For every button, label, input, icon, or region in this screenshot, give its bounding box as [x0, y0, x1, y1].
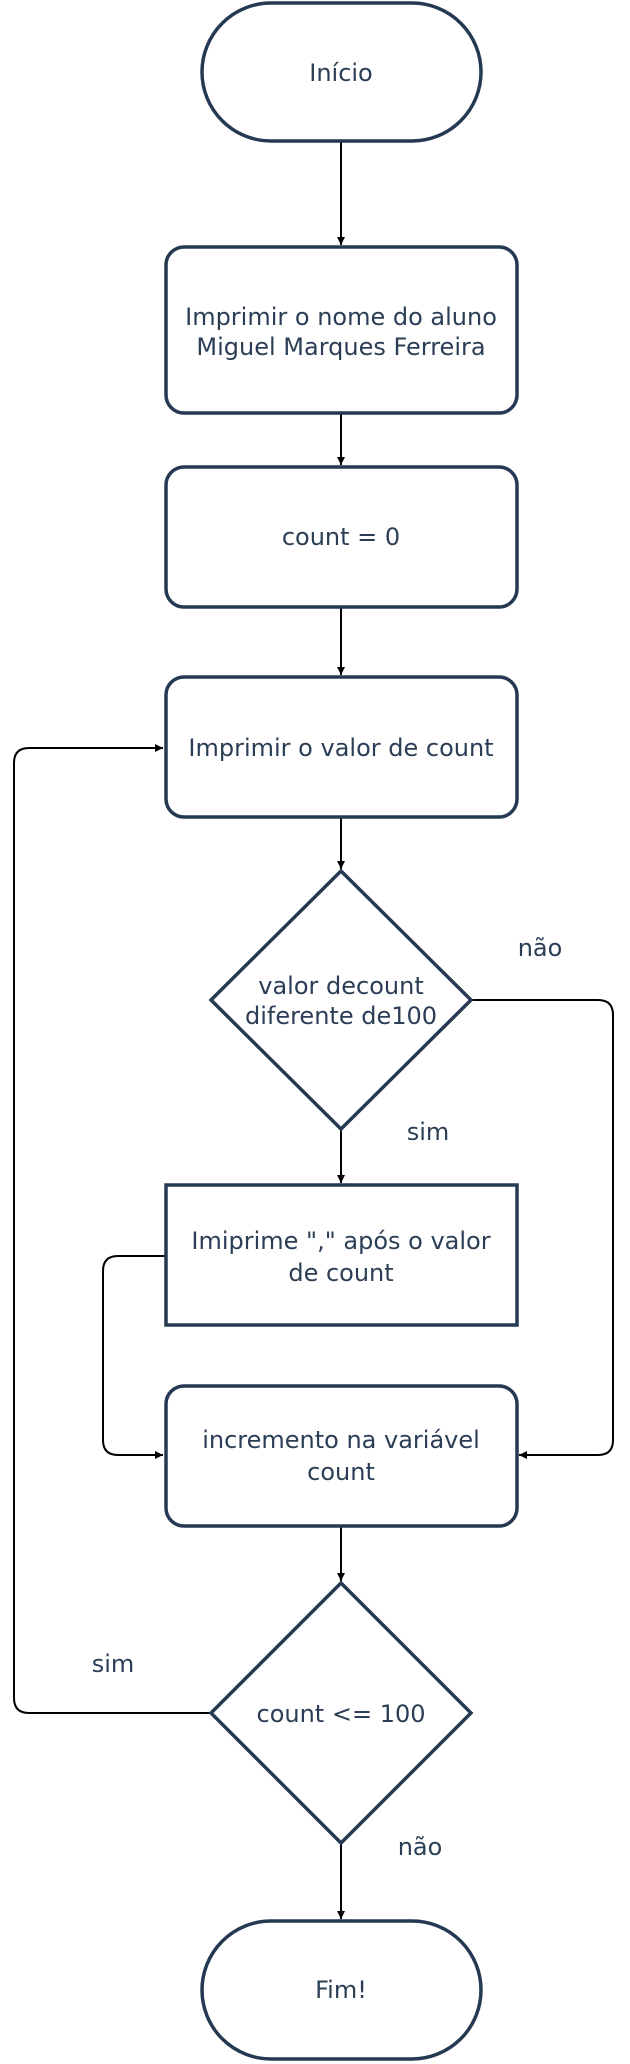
decision-le: count <= 100 — [208, 1580, 474, 1846]
print-comma-label-line1: Imiprime "," após o valor — [191, 1227, 490, 1255]
print-comma-label-line2: de count — [288, 1259, 393, 1287]
print-count-label: Imprimir o valor de count — [188, 734, 493, 762]
edge-decision-diff-no — [471, 999, 614, 1459]
decision-le-label: count <= 100 — [257, 1700, 426, 1728]
edge-label-diff-no: não — [518, 934, 563, 962]
decision-diff-label-line1: valor decount — [258, 972, 423, 1000]
start-terminal: Início — [200, 1, 483, 143]
init-count-label: count = 0 — [282, 523, 400, 551]
print-count-process: Imprimir o valor de count — [164, 675, 519, 819]
print-comma-process: Imiprime "," após o valor de count — [164, 1183, 519, 1327]
increment-process: incremento na variável count — [164, 1384, 519, 1528]
end-terminal: Fim! — [200, 1919, 483, 2061]
decision-diff-label-line2: diferente de100 — [245, 1002, 437, 1030]
start-label: Início — [309, 59, 373, 87]
decision-diff: valor decount diferente de100 — [208, 868, 474, 1132]
edge-label-diff-yes: sim — [407, 1118, 450, 1146]
edge-decision-le-yes — [13, 744, 210, 1714]
increment-label-line2: count — [307, 1458, 375, 1486]
increment-label-line1: incremento na variável — [202, 1426, 480, 1454]
edge-label-le-yes: sim — [92, 1650, 135, 1678]
edges — [13, 141, 614, 1919]
print-name-label-line1: Imprimir o nome do aluno — [185, 303, 497, 331]
edge-label-le-no: não — [398, 1833, 443, 1861]
init-count-process: count = 0 — [164, 465, 519, 609]
print-name-process: Imprimir o nome do aluno Miguel Marques … — [164, 245, 519, 415]
print-name-label-line2: Miguel Marques Ferreira — [196, 333, 485, 361]
end-label: Fim! — [315, 1976, 367, 2004]
edge-print-comma-to-increment — [102, 1255, 165, 1459]
